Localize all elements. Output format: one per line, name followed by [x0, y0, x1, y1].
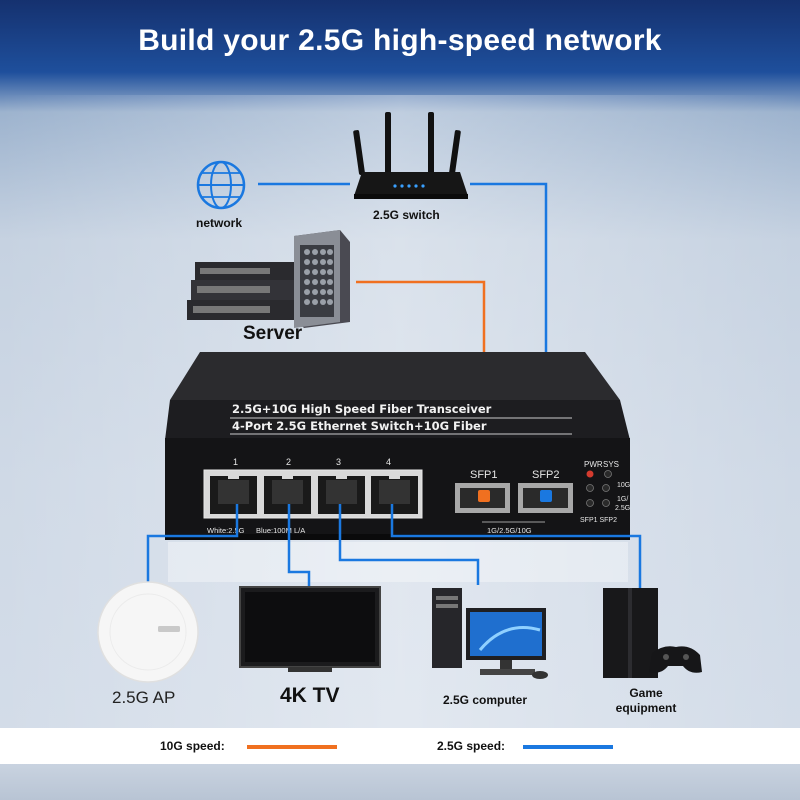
- port-number-4: 4: [386, 457, 391, 467]
- ap-label: 2.5G AP: [112, 688, 176, 707]
- sfp1-label: SFP1: [470, 469, 498, 481]
- bottom-bar: [0, 764, 800, 800]
- ethernet-port-3[interactable]: [318, 474, 365, 514]
- led-25g-label: 2.5G: [615, 505, 630, 512]
- access-point-icon: [97, 581, 199, 683]
- device-title-line2: 4-Port 2.5G Ethernet Switch+10G Fiber: [232, 419, 487, 433]
- speed-legend: 10G speed: 2.5G speed:: [0, 728, 800, 764]
- server-icon: [187, 230, 350, 328]
- sfp2-label: SFP2: [532, 469, 560, 481]
- led-sfp-label: SFP1 SFP2: [580, 517, 617, 524]
- tv-icon: [239, 586, 381, 672]
- ethernet-port-4[interactable]: [371, 474, 418, 514]
- led-10g-label: 10G: [617, 482, 630, 489]
- server-label: Server: [243, 323, 303, 344]
- led-sys-label: SYS: [603, 460, 619, 469]
- legend-25g-label: 2.5G speed:: [437, 739, 506, 753]
- port-number-3: 3: [336, 457, 341, 467]
- device-reflection: [168, 542, 628, 582]
- sfp-speed-note: 1G/2.5G/10G: [487, 526, 532, 535]
- legend-10g-swatch: [247, 745, 337, 749]
- game-equipment-label: Game equipment: [615, 686, 677, 715]
- ethernet-port-2[interactable]: [264, 474, 311, 514]
- port-number-1: 1: [233, 457, 238, 467]
- sfp1-connector: [478, 490, 490, 502]
- link-port2-tv: [287, 504, 311, 590]
- port-number-2: 2: [286, 457, 291, 467]
- led-pwr-label: PWR: [584, 460, 603, 469]
- network-label: network: [196, 216, 243, 230]
- link-port3-pc: [338, 504, 480, 585]
- switch-label: 2.5G switch: [373, 208, 440, 222]
- port-note-left: White:2.5G: [207, 526, 245, 535]
- tv-label: 4K TV: [280, 684, 340, 707]
- led-sys: [604, 470, 612, 478]
- port-note-right: Blue:100M L/A: [256, 526, 305, 535]
- device-title-line1: 2.5G+10G High Speed Fiber Transceiver: [232, 402, 492, 416]
- led-1g-label: 1G/: [617, 496, 628, 503]
- computer-label: 2.5G computer: [443, 693, 528, 707]
- legend-10g-label: 10G speed:: [160, 739, 225, 753]
- fiber-switch-device: 2.5G+10G High Speed Fiber Transceiver 4-…: [165, 352, 630, 540]
- page-title: Build your 2.5G high-speed network: [138, 24, 662, 57]
- legend-25g-swatch: [523, 745, 613, 749]
- ethernet-port-1[interactable]: [210, 474, 257, 514]
- computer-icon: [432, 588, 548, 679]
- globe-icon: [196, 160, 246, 210]
- link-port1-ap: [146, 504, 239, 605]
- link-port4-game: [390, 504, 642, 588]
- led-pwr: [586, 470, 594, 478]
- router-icon: [353, 112, 468, 199]
- sfp2-connector: [540, 490, 552, 502]
- game-console-icon: [603, 588, 702, 678]
- connection-lines-lower: [146, 504, 642, 605]
